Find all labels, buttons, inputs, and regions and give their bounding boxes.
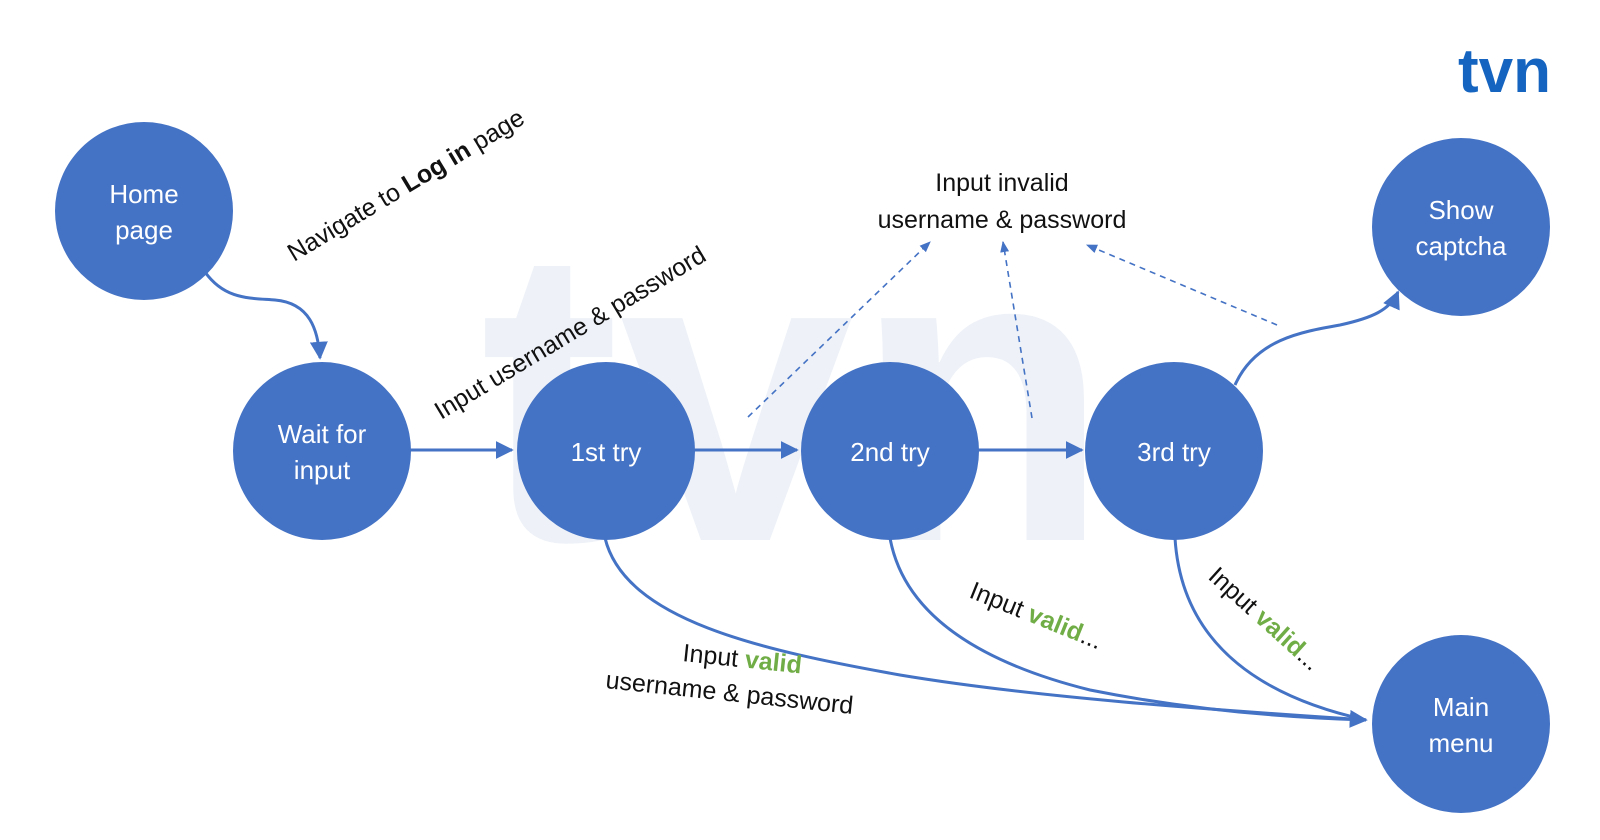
brand-logo: tvn <box>1458 37 1551 106</box>
edge-try3-invalid <box>1085 244 1278 326</box>
label-valid-main-line1: Input valid <box>681 639 803 679</box>
node-captcha-line1: Show <box>1428 195 1493 225</box>
edge-try3-to-captcha <box>1233 290 1400 386</box>
node-main-menu: Main menu <box>1372 635 1550 813</box>
node-home-line2: page <box>115 215 173 245</box>
label-invalid-line1: Input invalid <box>935 169 1068 197</box>
node-1st-try: 1st try <box>517 362 695 540</box>
edge-try2-invalid <box>1000 240 1033 419</box>
node-try2-label: 2nd try <box>850 437 930 467</box>
node-wait-line1: Wait for <box>278 419 367 449</box>
edge-try1-invalid <box>747 241 931 418</box>
edge-home-to-wait <box>203 271 328 360</box>
node-home-line1: Home <box>109 179 178 209</box>
node-menu-line1: Main <box>1433 692 1489 722</box>
node-3rd-try: 3rd try <box>1085 362 1263 540</box>
node-2nd-try: 2nd try <box>801 362 979 540</box>
node-home-page: Home page <box>55 122 233 300</box>
node-wait-line2: input <box>294 455 351 485</box>
node-wait-for-input: Wait for input <box>233 362 411 540</box>
node-try1-label: 1st try <box>571 437 642 467</box>
label-valid-main-line2: username & password <box>604 666 854 720</box>
node-captcha-line2: captcha <box>1415 231 1507 261</box>
label-valid-3rd: Input valid... <box>1203 562 1326 677</box>
label-invalid-line2: username & password <box>878 206 1127 234</box>
node-menu-line2: menu <box>1428 728 1493 758</box>
node-show-captcha: Show captcha <box>1372 138 1550 316</box>
edge-try2-to-menu <box>888 537 1367 722</box>
edge-try3-to-menu <box>1173 537 1367 722</box>
node-try3-label: 3rd try <box>1137 437 1211 467</box>
